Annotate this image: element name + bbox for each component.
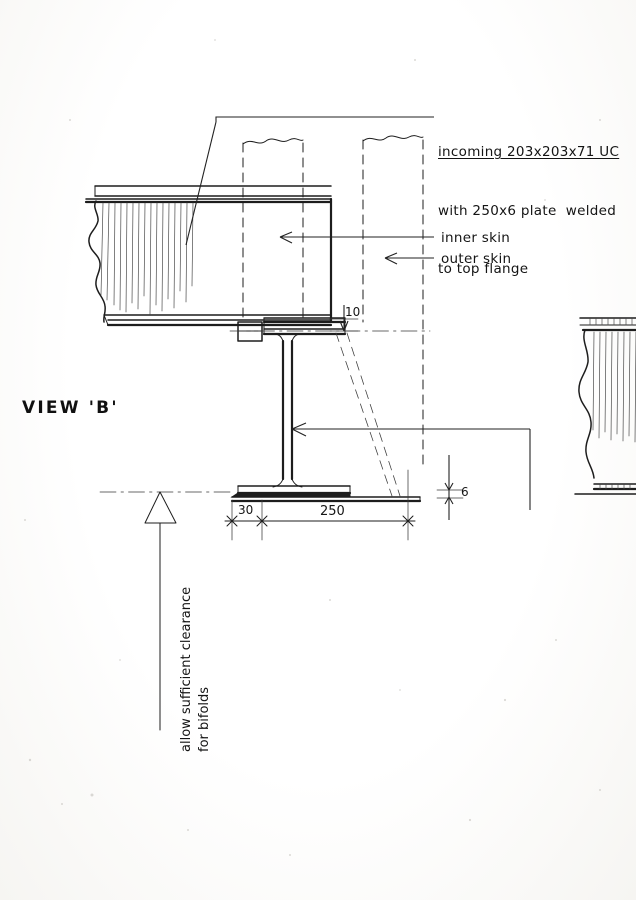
annotation-incoming-beam: incoming 203x203x71 UC with 250x6 plate … — [438, 104, 636, 319]
beam-section-body — [88, 197, 333, 327]
construction-line-a — [335, 332, 393, 497]
dimension-10 — [329, 305, 359, 332]
connection-seat-detail — [229, 317, 431, 342]
annotation-incoming-beam-line1: incoming 203x203x71 UC — [438, 144, 620, 160]
dimension-label-250: 250 — [320, 504, 345, 519]
column-i-section — [236, 333, 352, 495]
incoming-beam-hidden-outlines — [242, 135, 424, 469]
annotation-incoming-beam-line2: with 250x6 plate welded — [438, 202, 617, 219]
annotation-outer-skin: outer skin — [441, 251, 512, 267]
right-partial-section — [574, 317, 636, 495]
leader-outer-skin — [384, 252, 434, 265]
top-plate-assembly — [84, 185, 333, 204]
annotation-inner-skin: inner skin — [441, 230, 511, 246]
leader-beam-note — [185, 116, 434, 246]
dimension-line-horizontal — [224, 469, 416, 541]
leader-column — [291, 422, 531, 510]
dimension-label-30: 30 — [238, 503, 254, 517]
leader-inner-skin — [279, 231, 434, 244]
construction-line-b — [346, 332, 401, 497]
annotation-incoming-beam-line3: to top flange — [438, 261, 529, 277]
annotation-clearance-line2: for bifolds — [197, 686, 212, 752]
annotation-clearance-line1: allow sufficient clearance — [179, 586, 194, 752]
section-hatching — [100, 202, 194, 315]
dimension-label-10: 10 — [345, 305, 361, 319]
dimension-6 — [436, 455, 464, 520]
view-title: VIEW 'B' — [22, 398, 119, 418]
datum-level-marker — [99, 491, 233, 731]
base-plate — [230, 492, 422, 503]
dimension-label-6: 6 — [461, 485, 469, 499]
